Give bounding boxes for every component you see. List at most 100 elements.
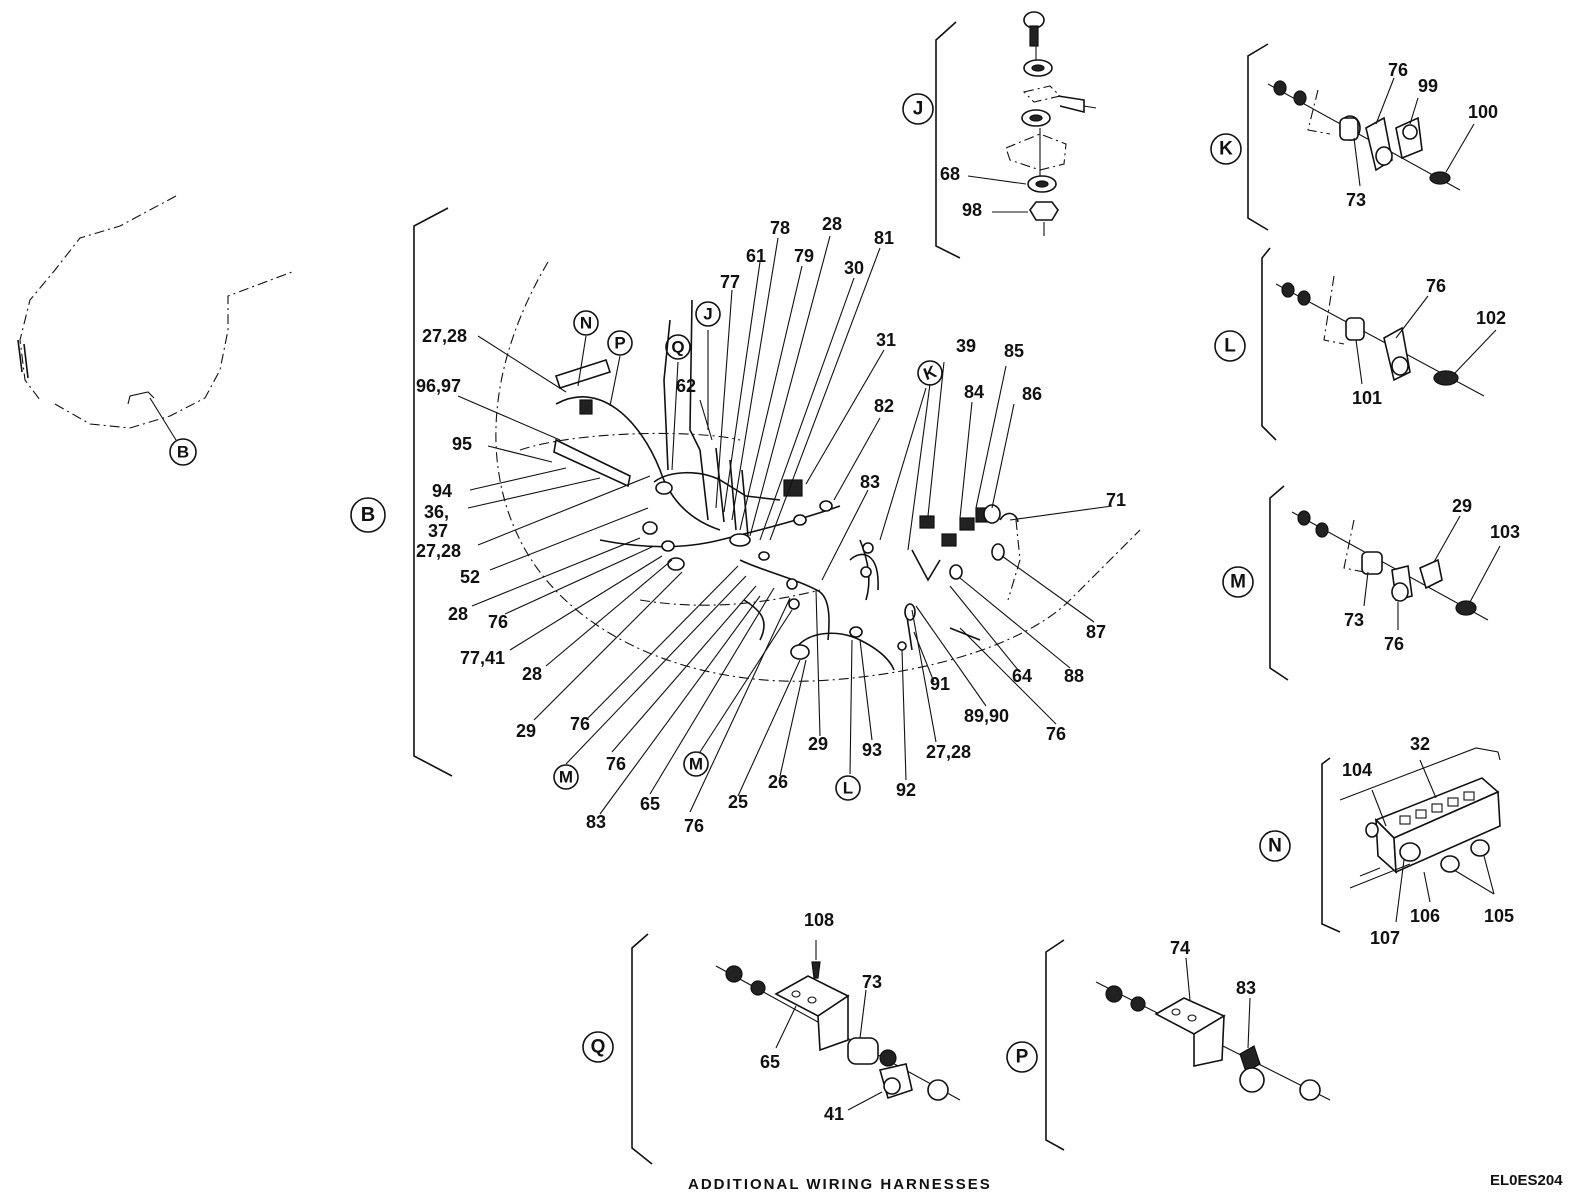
callout-k-detail: K — [1210, 133, 1242, 165]
callout-l-detail: L — [1214, 330, 1246, 362]
svg-text:N: N — [580, 314, 592, 333]
label-27-28-c: 27,28 — [926, 742, 971, 762]
label-83-a: 83 — [586, 812, 606, 832]
label-n-104: 104 — [1342, 760, 1372, 780]
callout-m-main-b: M — [683, 751, 709, 777]
label-q-73: 73 — [862, 972, 882, 992]
figure-id: EL0ES204 — [1490, 1172, 1563, 1189]
label-61: 61 — [746, 246, 766, 266]
detail-view-p: P 74 83 — [1006, 938, 1331, 1151]
callout-p-detail: P — [1006, 1041, 1038, 1073]
detail-view-j: J 68 98 — [902, 11, 1097, 259]
label-m-76: 76 — [1384, 634, 1404, 654]
label-28-b: 28 — [522, 664, 542, 684]
svg-text:Q: Q — [671, 338, 684, 357]
label-27-28-a: 27,28 — [422, 326, 467, 346]
label-81: 81 — [874, 228, 894, 248]
label-l-101: 101 — [1352, 388, 1382, 408]
callout-m-detail: M — [1222, 566, 1254, 598]
callout-n-main: N — [573, 310, 599, 336]
label-85: 85 — [1004, 341, 1024, 361]
label-76-d: 76 — [684, 816, 704, 836]
detail-view-m: M 29 103 73 76 — [1222, 485, 1520, 681]
label-31: 31 — [876, 330, 896, 350]
label-62: 62 — [676, 376, 696, 396]
label-86: 86 — [1022, 384, 1042, 404]
detail-view-k: K 76 99 100 73 — [1210, 43, 1498, 231]
label-q-108: 108 — [804, 910, 834, 930]
svg-text:N: N — [1268, 836, 1282, 857]
label-m-73: 73 — [1344, 610, 1364, 630]
label-j-98: 98 — [962, 200, 982, 220]
callout-m-main-a: M — [553, 764, 579, 790]
detail-view-l: L 76 102 101 — [1214, 247, 1506, 441]
label-76-b: 76 — [570, 714, 590, 734]
label-30: 30 — [844, 258, 864, 278]
label-96-97: 96,97 — [416, 376, 461, 396]
label-l-102: 102 — [1476, 308, 1506, 328]
label-n-107: 107 — [1370, 928, 1400, 948]
label-28-c: 28 — [822, 214, 842, 234]
detail-view-q: Q 108 73 65 41 — [582, 910, 961, 1165]
label-83-b: 83 — [860, 472, 880, 492]
label-77-41: 77,41 — [460, 648, 505, 668]
label-n-32: 32 — [1410, 734, 1430, 754]
label-k-73: 73 — [1346, 190, 1366, 210]
label-28-a: 28 — [448, 604, 468, 624]
main-harness-view-b: B — [350, 207, 1141, 836]
svg-text:L: L — [843, 779, 853, 798]
label-89-90: 89,90 — [964, 706, 1009, 726]
label-65: 65 — [640, 794, 660, 814]
label-39: 39 — [956, 336, 976, 356]
label-q-65: 65 — [760, 1052, 780, 1072]
label-k-76: 76 — [1388, 60, 1408, 80]
label-52: 52 — [460, 567, 480, 587]
label-26: 26 — [768, 772, 788, 792]
label-n-105: 105 — [1484, 906, 1514, 926]
view-callout-b: B — [350, 497, 386, 533]
label-k-100: 100 — [1468, 102, 1498, 122]
label-36: 36, — [424, 502, 449, 522]
svg-text:Q: Q — [591, 1037, 606, 1058]
label-93: 93 — [862, 740, 882, 760]
label-94: 94 — [432, 481, 452, 501]
label-87: 87 — [1086, 622, 1106, 642]
svg-text:M: M — [1230, 572, 1246, 593]
label-88: 88 — [1064, 666, 1084, 686]
svg-text:K: K — [1219, 139, 1233, 160]
svg-text:J: J — [703, 305, 712, 324]
figure-caption: ADDITIONAL WIRING HARNESSES — [688, 1176, 992, 1192]
label-25: 25 — [728, 792, 748, 812]
label-84: 84 — [964, 382, 984, 402]
svg-text:M: M — [559, 768, 573, 787]
svg-text:J: J — [913, 99, 924, 120]
label-29-b: 29 — [808, 734, 828, 754]
svg-text:L: L — [1224, 336, 1236, 357]
label-l-76: 76 — [1426, 276, 1446, 296]
label-n-106: 106 — [1410, 906, 1440, 926]
main-view-item-labels: 27,28 96,97 95 94 36, 37 27,28 52 28 76 … — [416, 214, 1126, 836]
label-p-83: 83 — [1236, 978, 1256, 998]
callout-q-main: Q — [665, 334, 691, 360]
label-78: 78 — [770, 218, 790, 238]
detail-view-n: N 104 32 107 106 105 — [1259, 734, 1514, 948]
callout-l-main: L — [835, 775, 861, 801]
label-27-28-b: 27,28 — [416, 541, 461, 561]
label-j-68: 68 — [940, 164, 960, 184]
callout-p-main: P — [607, 330, 633, 356]
svg-text:P: P — [614, 334, 625, 353]
label-91: 91 — [930, 674, 950, 694]
view-callout-b-small: B — [169, 438, 197, 466]
callout-q-detail: Q — [582, 1031, 614, 1063]
vehicle-locator-view: B — [17, 195, 293, 466]
label-82: 82 — [874, 396, 894, 416]
label-k-99: 99 — [1418, 76, 1438, 96]
callout-j-detail: J — [902, 93, 934, 125]
label-p-74: 74 — [1170, 938, 1190, 958]
label-92: 92 — [896, 780, 916, 800]
svg-text:M: M — [689, 755, 703, 774]
label-76-a: 76 — [488, 612, 508, 632]
label-79: 79 — [794, 246, 814, 266]
label-29-a: 29 — [516, 721, 536, 741]
